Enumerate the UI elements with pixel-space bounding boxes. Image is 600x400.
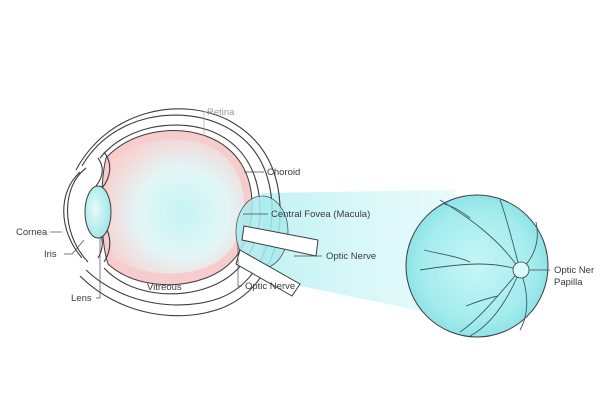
label-optic-nerve-bottom: Optic Nerve bbox=[237, 244, 295, 292]
label-central-fovea: Central Fovea (Macula) bbox=[243, 209, 370, 220]
optic-nerve-tubes bbox=[235, 225, 319, 297]
label-retina: Retina bbox=[203, 107, 235, 136]
label-choroid: Choroid bbox=[244, 167, 300, 178]
label-choroid-text: Choroid bbox=[267, 167, 300, 178]
label-lens-text: Lens bbox=[71, 293, 92, 304]
label-iris-text: Iris bbox=[44, 249, 57, 260]
label-vitreous: Vitreous bbox=[147, 282, 182, 293]
label-optic-nerve-bottom-text: Optic Nerve bbox=[245, 281, 295, 292]
lens bbox=[84, 185, 112, 239]
label-optic-nerve-right-text: Optic Nerve bbox=[326, 251, 376, 262]
zoom-beam bbox=[262, 190, 455, 318]
fundus-view bbox=[405, 194, 549, 338]
vitreous-body bbox=[107, 139, 245, 274]
label-optic-papilla-line1: Optic Ner bbox=[554, 265, 594, 276]
label-optic-papilla-line2: Papilla bbox=[554, 277, 583, 288]
label-iris: Iris bbox=[44, 239, 85, 260]
label-optic-nerve-right: Optic Nerve bbox=[294, 251, 376, 262]
label-optic-papilla: Optic Ner Papilla bbox=[529, 265, 594, 288]
label-cornea-text: Cornea bbox=[16, 227, 48, 238]
label-retina-text: Retina bbox=[207, 107, 235, 118]
label-lens: Lens bbox=[71, 238, 101, 304]
cornea bbox=[63, 167, 89, 263]
label-cornea: Cornea bbox=[16, 227, 62, 238]
optic-papilla bbox=[512, 261, 530, 279]
label-central-fovea-text: Central Fovea (Macula) bbox=[271, 209, 370, 220]
label-vitreous-text: Vitreous bbox=[147, 282, 182, 293]
